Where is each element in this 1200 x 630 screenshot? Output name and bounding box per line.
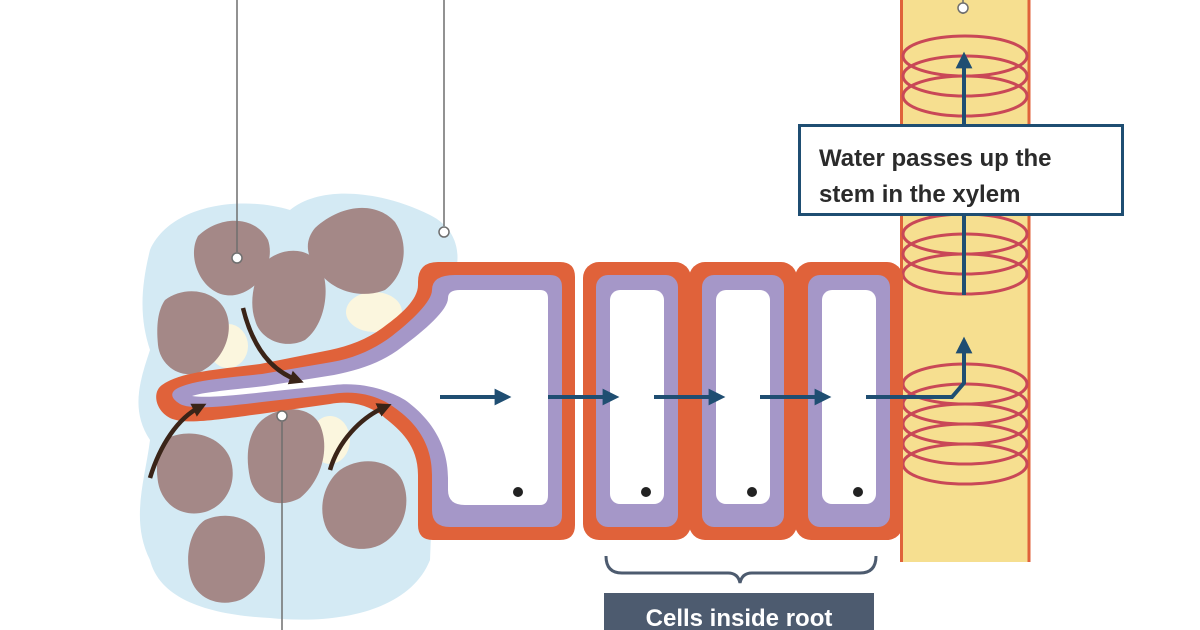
root-cell xyxy=(689,262,797,540)
root-cell xyxy=(795,262,903,540)
xylem-caption-box: Water passes up the stem in the xylem xyxy=(798,124,1124,216)
root-hair-cell xyxy=(156,262,575,540)
xylem-caption-line-1: Water passes up the xyxy=(819,145,1052,172)
cells-inside-root-label: Cells inside root xyxy=(604,593,874,630)
soil-water-arrows xyxy=(147,307,392,479)
soil-particles xyxy=(156,207,407,603)
leader-lines xyxy=(231,0,969,630)
xylem-caption-line-2: stem in the xylem xyxy=(819,181,1021,208)
cells-bracket xyxy=(604,555,878,584)
root-cell xyxy=(583,262,691,540)
cell-nuclei xyxy=(513,487,863,497)
